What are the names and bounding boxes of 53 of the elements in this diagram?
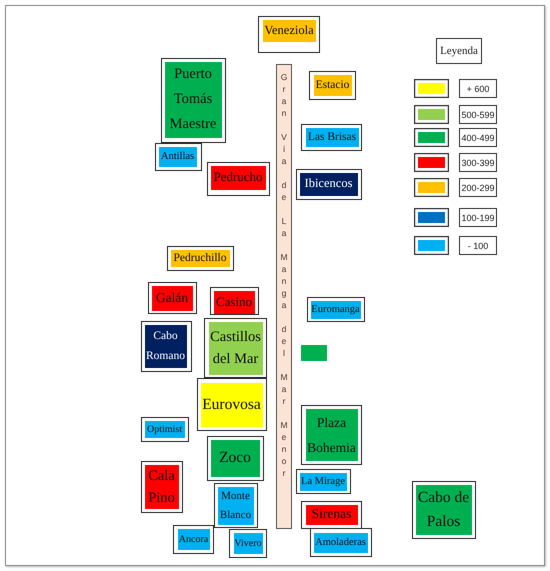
zone-box xyxy=(301,124,362,151)
zone-box xyxy=(210,287,259,315)
zone-box xyxy=(155,143,202,171)
zone-name: Monte Blanco xyxy=(218,486,254,524)
zone-name: Cala Pino xyxy=(144,464,178,508)
zone-name: Optimist xyxy=(144,420,184,438)
legend-range: 100-199 xyxy=(459,208,497,227)
zone-box xyxy=(301,501,362,529)
zone-box xyxy=(296,169,362,200)
zone-name: Euromanga xyxy=(310,300,360,318)
zone-box xyxy=(148,282,197,314)
zone-box xyxy=(141,321,192,372)
zone-name: Galán xyxy=(152,286,192,310)
zone-name: Ibicencos xyxy=(300,172,358,196)
zone-name: Castillos del Mar xyxy=(208,322,262,374)
zone-box xyxy=(258,16,320,53)
zone-name: Veneziola xyxy=(262,20,316,42)
zone-name: Pedruchillo xyxy=(170,250,230,266)
zone-box xyxy=(167,246,234,271)
zone-name: Cabo Romano xyxy=(144,324,186,368)
zone-name: Puerto Tomás Maestre xyxy=(164,62,222,138)
zone-box xyxy=(296,469,351,494)
zone-box xyxy=(161,58,226,143)
zone-name: Pedrucho xyxy=(210,166,266,190)
zone-name: Antillas xyxy=(158,146,196,166)
zone-name: Casino xyxy=(214,290,254,314)
zone-name: Vivero xyxy=(234,532,262,554)
legend-range: 300-399 xyxy=(459,153,497,172)
zone-box xyxy=(229,529,267,558)
zone-box xyxy=(310,528,372,557)
zone-name: Amoladeras xyxy=(314,532,368,552)
zone-name: La Mirage xyxy=(300,472,346,490)
zone-name: Las Brisas xyxy=(306,128,358,146)
zone-box xyxy=(141,417,189,442)
zone-name: Sirenas xyxy=(306,504,358,524)
zone-box xyxy=(307,297,365,322)
zone-name: Eurovosa xyxy=(200,382,262,426)
legend-range: 400-499 xyxy=(459,128,497,147)
zone-name: Estacio xyxy=(314,74,352,96)
legend-range: 200-299 xyxy=(459,178,497,197)
zone-box xyxy=(173,525,214,554)
zone-box xyxy=(309,71,356,100)
legend-range: - 100 xyxy=(459,236,497,255)
zone-name: Zoco xyxy=(210,440,260,476)
zone-name: Cabo de Palos xyxy=(416,484,472,534)
zone-marker xyxy=(301,345,327,361)
legend-range: + 600 xyxy=(459,79,497,98)
legend-title: Leyenda xyxy=(436,38,482,64)
zone-box xyxy=(207,162,270,196)
zone-name: Plaza Bohemia xyxy=(306,408,358,460)
zone-name: Ancora xyxy=(178,528,210,550)
legend-range: 500-599 xyxy=(459,105,497,124)
street-band: Gran Vía de La Manga del Mar Menor xyxy=(276,64,292,529)
